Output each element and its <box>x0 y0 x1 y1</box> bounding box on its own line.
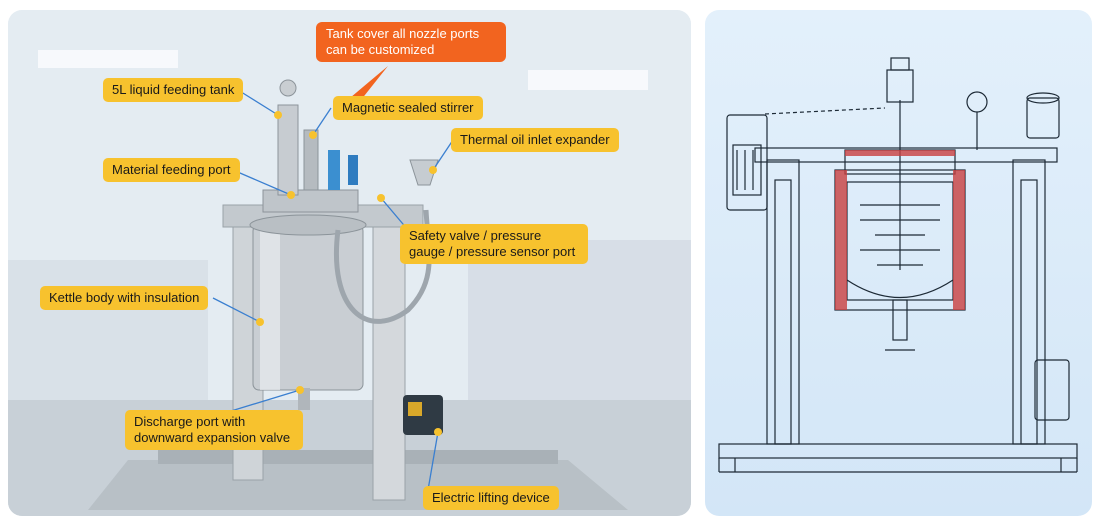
stirrer-callout: Magnetic sealed stirrer <box>333 96 483 120</box>
discharge-port-callout: Discharge port with downward expansion v… <box>125 410 303 450</box>
technical-drawing-panel <box>705 10 1092 516</box>
feeding-port-callout: Material feeding port <box>103 158 240 182</box>
lifting-device-callout: Electric lifting device <box>423 486 559 510</box>
reactor-technical-drawing <box>718 57 1078 473</box>
reactor-photo-panel: Tank cover all nozzle ports can be custo… <box>8 10 691 516</box>
kettle-body-callout: Kettle body with insulation <box>40 286 209 310</box>
thermal-oil-callout: Thermal oil inlet expander <box>451 128 619 152</box>
liquid-tank-callout: 5L liquid feeding tank <box>103 78 244 102</box>
customize-note: Tank cover all nozzle ports can be custo… <box>316 22 506 62</box>
safety-valve-callout: Safety valve / pressure gauge / pressure… <box>400 224 588 264</box>
